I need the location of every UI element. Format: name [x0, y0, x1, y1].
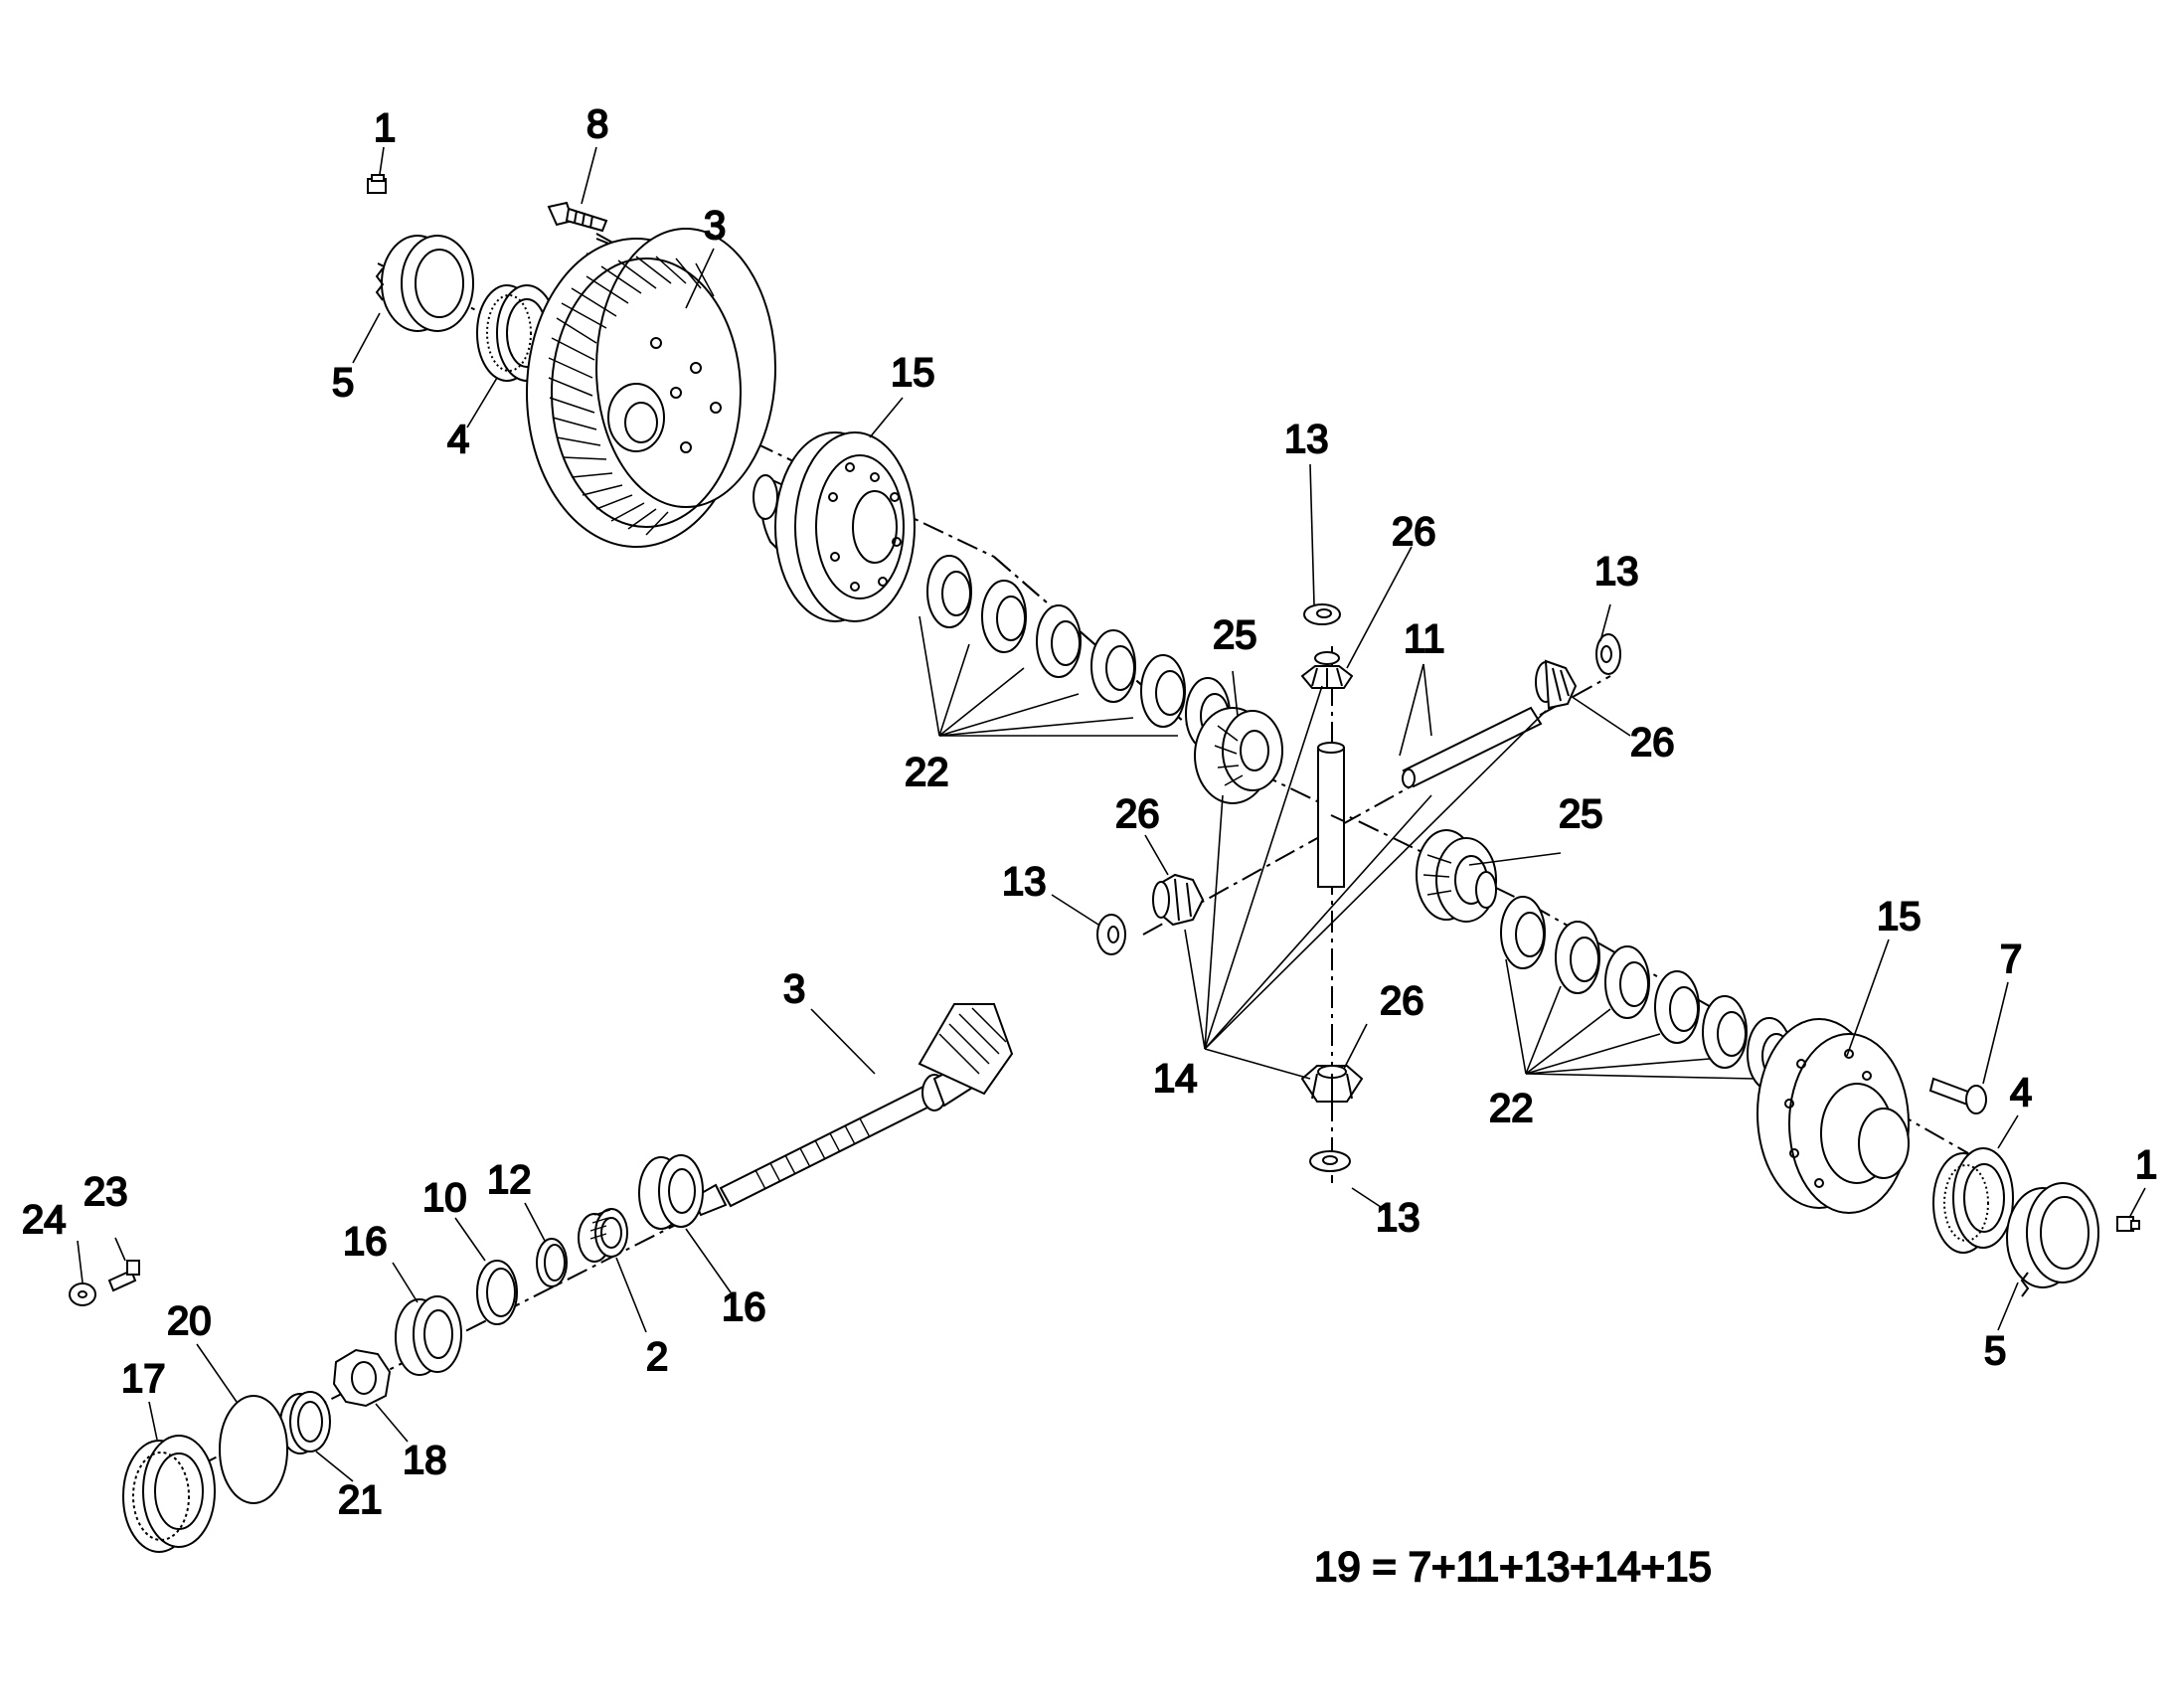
callout-23: 23 [84, 1170, 128, 1214]
callout-13-top: 13 [1284, 418, 1329, 461]
callout-13-mid: 13 [1002, 860, 1047, 904]
callout-4-right: 4 [2010, 1071, 2032, 1114]
callout-10: 10 [422, 1176, 467, 1220]
callout-26-low: 26 [1380, 979, 1424, 1023]
callout-24: 24 [22, 1198, 67, 1242]
pinion-gear-26-top [1300, 651, 1354, 689]
callout-15-top: 15 [891, 351, 935, 395]
callout-1-top: 1 [374, 106, 396, 150]
callout-17: 17 [121, 1357, 166, 1401]
callout-12: 12 [487, 1158, 532, 1202]
callout-13-low: 13 [1376, 1196, 1421, 1240]
side-gear-25-lower [1416, 829, 1497, 923]
ring-10 [476, 1260, 518, 1325]
washer-24 [69, 1282, 96, 1306]
callout-3-pinion: 3 [783, 967, 805, 1011]
bearing-17 [122, 1435, 216, 1553]
kit-formula: 19 = 7+11+13+14+15 [1314, 1543, 1712, 1590]
callout-3-top: 3 [704, 204, 726, 248]
callout-16-right: 16 [722, 1285, 766, 1329]
callout-11: 11 [1404, 617, 1445, 661]
callout-5-right: 5 [1984, 1329, 2006, 1373]
nut-18 [332, 1348, 392, 1408]
callout-8: 8 [586, 102, 608, 146]
side-gear-25-upper [1194, 707, 1283, 804]
thrust-washer-13-mid [1096, 914, 1126, 955]
callout-16-left: 16 [343, 1220, 388, 1264]
callout-labels: 1 8 3 5 4 15 13 26 11 13 26 25 22 26 13 … [21, 101, 2158, 1523]
callout-22-right: 22 [1489, 1087, 1534, 1130]
callout-18: 18 [403, 1439, 447, 1482]
callout-26-top: 26 [1392, 510, 1436, 554]
callout-15-right: 15 [1877, 895, 1922, 939]
disc-20 [219, 1395, 288, 1504]
callout-25-top: 25 [1213, 613, 1257, 657]
callout-5-left: 5 [332, 361, 354, 405]
bearing-16-left [395, 1295, 462, 1376]
callout-14: 14 [1153, 1057, 1198, 1101]
bearing-16-right [638, 1154, 704, 1230]
callout-22-top: 22 [905, 751, 949, 794]
snap-ring-12 [536, 1238, 568, 1287]
thrust-washer-13-top [1303, 603, 1341, 625]
pinion-shaft-3 [691, 1003, 1014, 1217]
callout-7: 7 [2000, 938, 2022, 981]
callout-2: 2 [646, 1335, 668, 1379]
screw-7 [1928, 1077, 1987, 1114]
screw-1-right [2116, 1216, 2140, 1232]
cross-shaft-11 [1317, 706, 1543, 888]
diff-case-15-right [1756, 1018, 1910, 1214]
callout-20: 20 [167, 1299, 212, 1343]
callout-26-right: 26 [1630, 721, 1675, 765]
seal-ring-21 [279, 1391, 331, 1454]
ring-gear-3 [526, 228, 776, 548]
shims-22-top [926, 555, 1231, 751]
pinion-gear-26-mid [1152, 873, 1205, 927]
callout-26-mid: 26 [1115, 792, 1160, 836]
thrust-washer-13-right [1595, 633, 1621, 675]
callout-25-mid: 25 [1559, 792, 1603, 836]
spacer-2 [578, 1208, 628, 1263]
shims-22-right [1500, 896, 1792, 1091]
pinion-gear-26-right [1535, 659, 1578, 710]
callout-13-right: 13 [1594, 550, 1639, 594]
bolt-8 [547, 201, 608, 233]
diff-case-15-left [752, 431, 916, 622]
adjusting-nut-5-right [2006, 1182, 2099, 1297]
callout-1-right: 1 [2135, 1143, 2157, 1187]
adjusting-nut-5-left [375, 235, 474, 332]
leader-lines [77, 146, 2146, 1482]
bearing-4-right [1932, 1147, 2014, 1254]
bolt-23 [107, 1260, 140, 1292]
thrust-washer-13-low [1309, 1150, 1351, 1172]
callout-21: 21 [338, 1478, 383, 1522]
screw-1-top [367, 174, 387, 194]
callout-4-left: 4 [447, 418, 469, 461]
pinion-gear-26-low [1300, 1065, 1364, 1103]
